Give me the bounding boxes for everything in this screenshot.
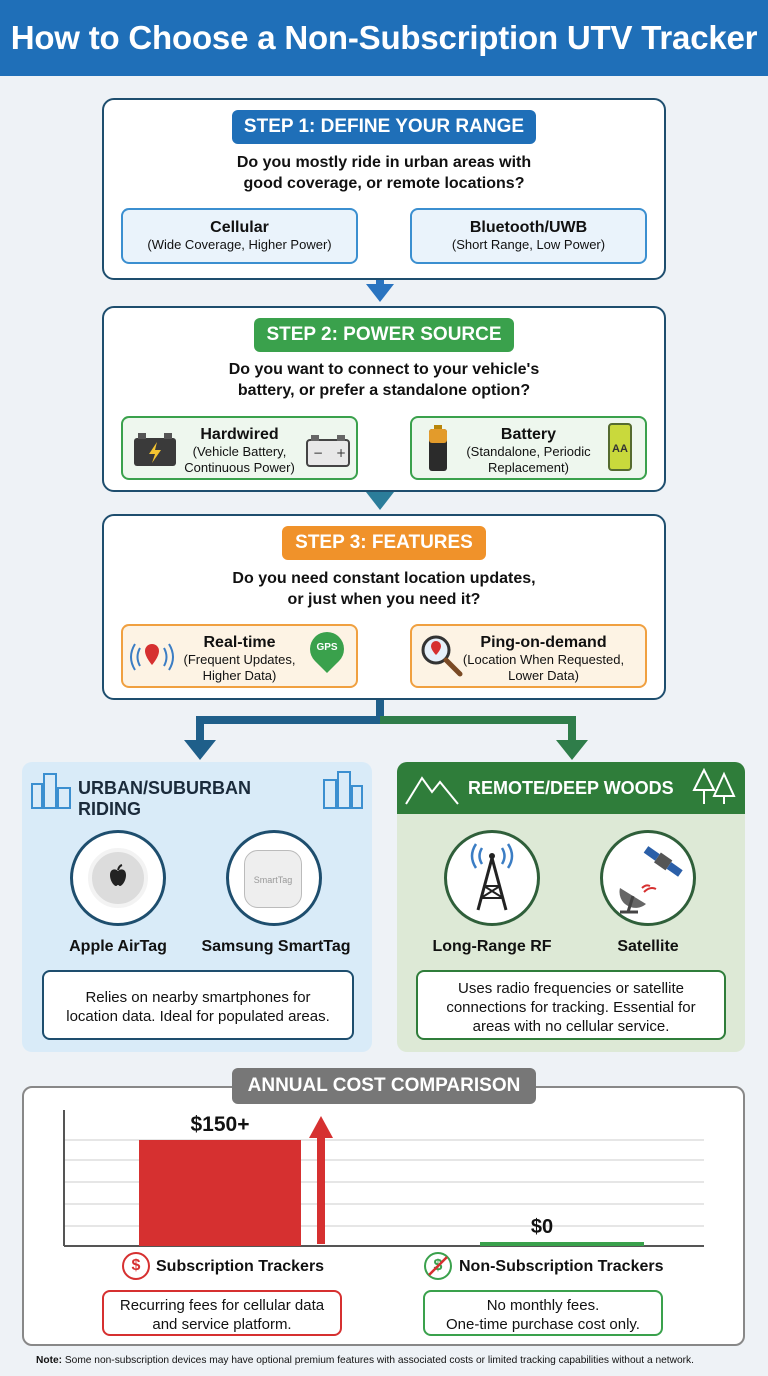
remote-title: REMOTE/DEEP WOODS xyxy=(468,778,674,798)
remote-header-bar xyxy=(397,762,745,814)
cost-title: ANNUAL COST COMPARISON xyxy=(232,1068,536,1104)
subscription-description: Recurring fees for cellular data and ser… xyxy=(102,1290,342,1336)
radio-tower-icon xyxy=(470,843,514,911)
subscription-value-label: $150+ xyxy=(190,1113,250,1136)
footnote: Note: Some non-subscription devices may … xyxy=(36,1355,694,1366)
step2-question: Do you want to connect to your vehicle's… xyxy=(228,361,540,399)
increase-arrow-shaft xyxy=(317,1136,325,1244)
step1-label: STEP 1: DEFINE YOUR RANGE xyxy=(232,110,536,144)
svg-text:−: − xyxy=(313,446,323,460)
dollar-icon: $ xyxy=(122,1252,150,1280)
nonsub-value-label: $0 xyxy=(530,1216,554,1238)
magnifier-pin-icon xyxy=(421,635,463,677)
apple-logo-icon xyxy=(110,864,126,886)
aa-battery-icon: AA xyxy=(608,423,632,471)
subscription-label: Subscription Trackers xyxy=(156,1258,325,1275)
step3-label: STEP 3: FEATURES xyxy=(282,526,486,560)
car-battery-icon-2: − + xyxy=(306,435,350,467)
long-range-rf-label: Long-Range RF xyxy=(432,938,552,955)
airtag-label: Apple AirTag xyxy=(69,938,167,955)
satellite-label: Satellite xyxy=(617,938,679,955)
urban-description: Relies on nearby smartphones for locatio… xyxy=(42,970,354,1040)
satellite-image xyxy=(600,830,696,926)
car-battery-icon xyxy=(134,433,176,466)
option-battery[interactable]: Battery (Standalone, Periodic Replacemen… xyxy=(410,416,647,480)
smarttag-device: SmartTag xyxy=(244,850,302,908)
cell-battery-icon xyxy=(429,425,447,471)
option-cellular[interactable]: Cellular (Wide Coverage, Higher Power) xyxy=(121,208,358,264)
page-title: How to Choose a Non-Subscription UTV Tra… xyxy=(0,0,768,76)
step2-label: STEP 2: POWER SOURCE xyxy=(254,318,514,352)
option-ping-on-demand[interactable]: Ping-on-demand (Location When Requested,… xyxy=(410,624,647,688)
increase-arrow-head xyxy=(309,1116,333,1138)
nonsub-description: No monthly fees. One-time purchase cost … xyxy=(423,1290,663,1336)
city-buildings-icon xyxy=(31,773,71,809)
smarttag-image xyxy=(226,830,322,926)
step1-question: Do you mostly ride in urban areas with g… xyxy=(236,154,532,192)
urban-title: URBAN/SUBURBAN RIDING xyxy=(78,778,251,819)
step3-question: Do you need constant location updates, o… xyxy=(232,570,536,608)
smarttag-label: Samsung SmartTag xyxy=(201,938,351,955)
pine-trees-icon xyxy=(692,768,736,804)
signal-pin-icon xyxy=(130,643,174,671)
remote-description: Uses radio frequencies or satellite conn… xyxy=(416,970,726,1040)
satellite-icon xyxy=(619,846,683,914)
mountain-icon xyxy=(405,776,459,805)
rf-tower-image xyxy=(444,830,540,926)
bar-0 xyxy=(139,1140,301,1246)
bar-1 xyxy=(480,1242,644,1246)
cost-chart xyxy=(63,1110,704,1247)
option-bluetooth-uwb[interactable]: Bluetooth/UWB (Short Range, Low Power) xyxy=(410,208,647,264)
city-buildings-icon-2 xyxy=(323,771,363,809)
nonsub-label: Non-Subscription Trackers xyxy=(459,1258,664,1275)
svg-text:+: + xyxy=(336,446,346,460)
